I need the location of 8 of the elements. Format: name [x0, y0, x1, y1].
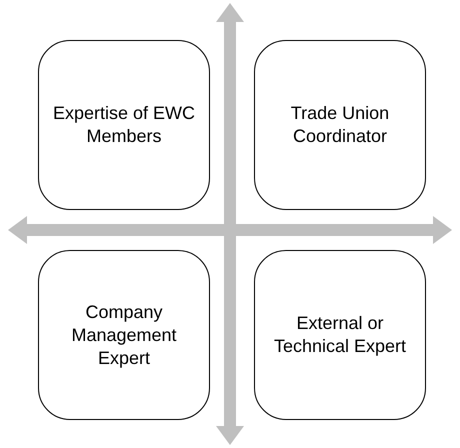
box-label: Trade Union Coordinator — [290, 102, 390, 148]
box-label: Company Management Expert — [70, 300, 178, 370]
rounded-box — [38, 40, 210, 210]
rounded-box — [38, 250, 210, 420]
rounded-box — [254, 40, 426, 210]
box-label: External or Technical Expert — [272, 312, 408, 358]
rounded-box — [254, 250, 426, 420]
box-label: Expertise of EWC Members — [52, 102, 196, 148]
